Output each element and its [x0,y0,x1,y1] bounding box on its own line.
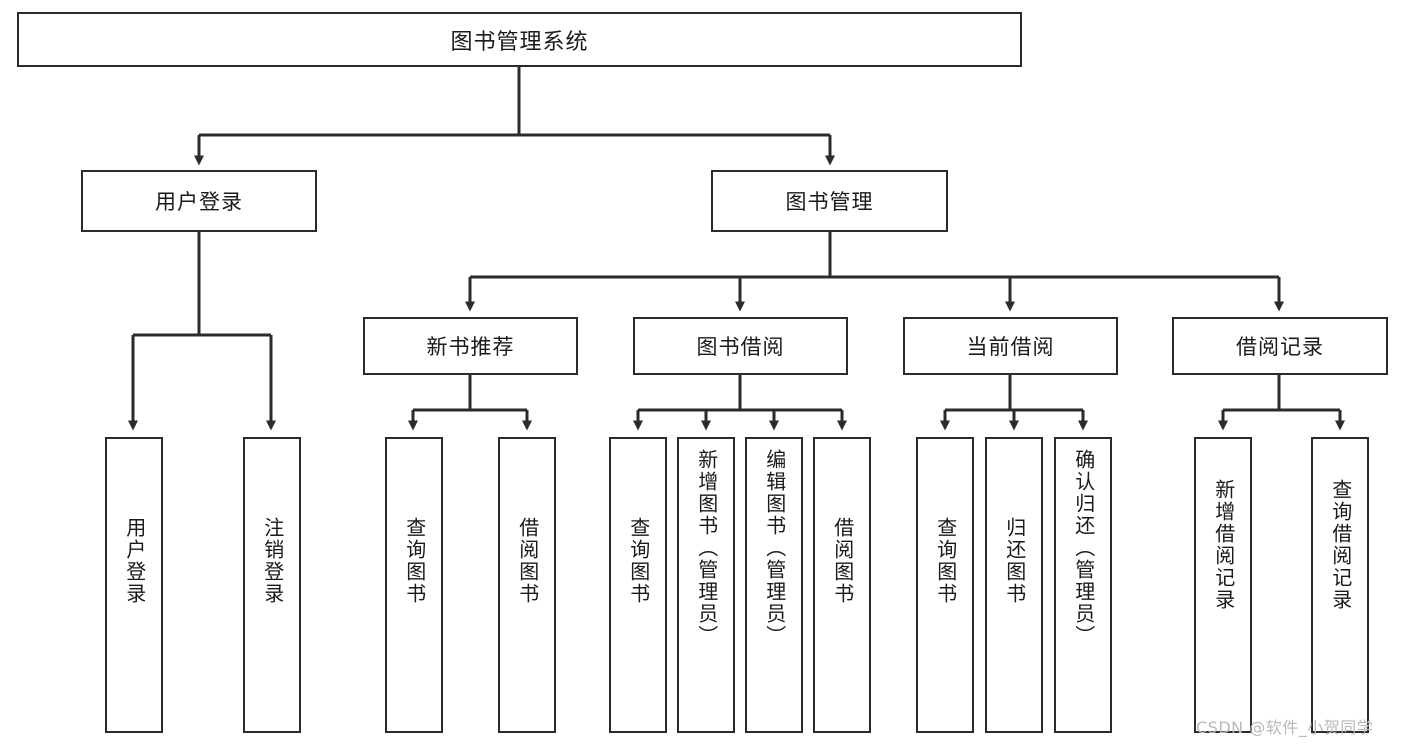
leaf-logout-label: 注销登录 [260,517,285,605]
node-borrow-record[interactable]: 借阅记录 [1172,317,1388,375]
watermark: CSDN @软件_小贺同学 [1196,718,1374,737]
leaf-query-book-newbook-label: 查询图书 [402,517,427,605]
leaf-query-borrow-record[interactable]: 查询借阅记录 [1311,437,1369,733]
leaf-add-book-admin-label: 新增图书（管理员） [694,449,719,647]
leaf-edit-book-admin[interactable]: 编辑图书（管理员） [745,437,803,733]
leaf-user-login-label: 用户登录 [122,517,147,605]
leaf-user-login[interactable]: 用户登录 [105,437,163,733]
leaf-query-book-newbook[interactable]: 查询图书 [385,437,443,733]
leaf-logout[interactable]: 注销登录 [243,437,301,733]
leaf-confirm-return-admin[interactable]: 确认归还（管理员） [1054,437,1112,733]
leaf-borrow-book-label: 借阅图书 [830,517,855,605]
node-book-management-label: 图书管理 [785,190,874,214]
node-root[interactable]: 图书管理系统 [17,12,1022,67]
leaf-return-book[interactable]: 归还图书 [985,437,1043,733]
leaf-query-book-current-label: 查询图书 [933,517,958,605]
node-book-borrow-label: 图书借阅 [696,335,785,359]
node-new-book-recommend[interactable]: 新书推荐 [363,317,578,375]
leaf-add-book-admin[interactable]: 新增图书（管理员） [677,437,735,733]
node-borrow-record-label: 借阅记录 [1236,335,1324,359]
node-current-borrow[interactable]: 当前借阅 [903,317,1118,375]
node-current-borrow-label: 当前借阅 [966,335,1055,359]
leaf-query-book-current[interactable]: 查询图书 [916,437,974,733]
leaf-borrow-book[interactable]: 借阅图书 [813,437,871,733]
leaf-query-borrow-record-label: 查询借阅记录 [1328,479,1353,611]
leaf-query-book-borrow-label: 查询图书 [626,517,651,605]
leaf-return-book-label: 归还图书 [1002,517,1027,605]
node-user-login-label: 用户登录 [155,190,243,214]
node-root-label: 图书管理系统 [450,29,589,55]
leaf-borrow-book-newbook[interactable]: 借阅图书 [498,437,556,733]
leaf-confirm-return-admin-label: 确认归还（管理员） [1071,449,1096,647]
node-book-management[interactable]: 图书管理 [711,170,948,232]
node-book-borrow[interactable]: 图书借阅 [633,317,848,375]
node-user-login[interactable]: 用户登录 [81,170,317,232]
leaf-edit-book-admin-label: 编辑图书（管理员） [762,449,787,647]
leaf-add-borrow-record[interactable]: 新增借阅记录 [1194,437,1252,733]
leaf-add-borrow-record-label: 新增借阅记录 [1211,479,1236,611]
node-new-book-recommend-label: 新书推荐 [426,335,515,359]
leaf-query-book-borrow[interactable]: 查询图书 [609,437,667,733]
leaf-borrow-book-newbook-label: 借阅图书 [515,517,540,605]
